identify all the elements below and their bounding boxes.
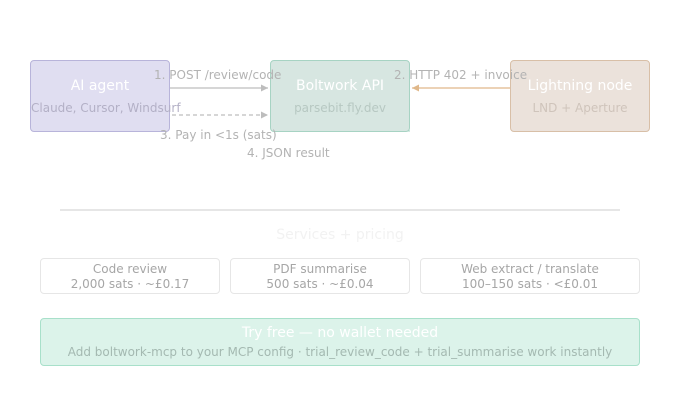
service-price: 2,000 sats · ~£0.17 <box>70 277 190 291</box>
edge-label-step3: 3. Pay in <1s (sats) <box>160 128 277 142</box>
service-price: 500 sats · ~£0.04 <box>266 277 374 291</box>
node-boltwork-api: Boltwork API parsebit.fly.dev <box>270 60 410 132</box>
trial-banner: Try free — no wallet needed Add boltwork… <box>40 318 640 366</box>
edge-label-step4: 4. JSON result <box>247 146 330 160</box>
trial-title: Try free — no wallet needed <box>241 325 439 341</box>
edge-label-step1: 1. POST /review/code <box>154 68 282 82</box>
service-card-web-extract: Web extract / translate 100–150 sats · <… <box>420 258 640 294</box>
node-boltwork-api-title: Boltwork API <box>295 78 385 94</box>
node-lightning-title: Lightning node <box>527 78 633 94</box>
service-price: 100–150 sats · <£0.01 <box>461 277 599 291</box>
node-lightning-subtitle: LND + Aperture <box>532 101 628 115</box>
section-divider <box>60 209 620 211</box>
node-ai-agent: AI agent Claude, Cursor, Windsurf <box>30 60 181 132</box>
service-card-pdf-summarise: PDF summarise 500 sats · ~£0.04 <box>230 258 410 294</box>
service-name: PDF summarise <box>273 262 367 276</box>
node-lightning: Lightning node LND + Aperture <box>510 60 650 132</box>
trial-subtitle: Add boltwork-mcp to your MCP config · tr… <box>67 345 613 359</box>
node-boltwork-api-subtitle: parsebit.fly.dev <box>294 101 386 115</box>
edge-label-step2: 2. HTTP 402 + invoice <box>394 68 528 82</box>
service-name: Web extract / translate <box>461 262 599 276</box>
service-name: Code review <box>92 262 168 276</box>
services-section-title: Services + pricing <box>276 227 404 243</box>
node-ai-agent-title: AI agent <box>70 78 130 94</box>
node-ai-agent-subtitle: Claude, Cursor, Windsurf <box>31 101 181 115</box>
service-card-code-review: Code review 2,000 sats · ~£0.17 <box>40 258 220 294</box>
